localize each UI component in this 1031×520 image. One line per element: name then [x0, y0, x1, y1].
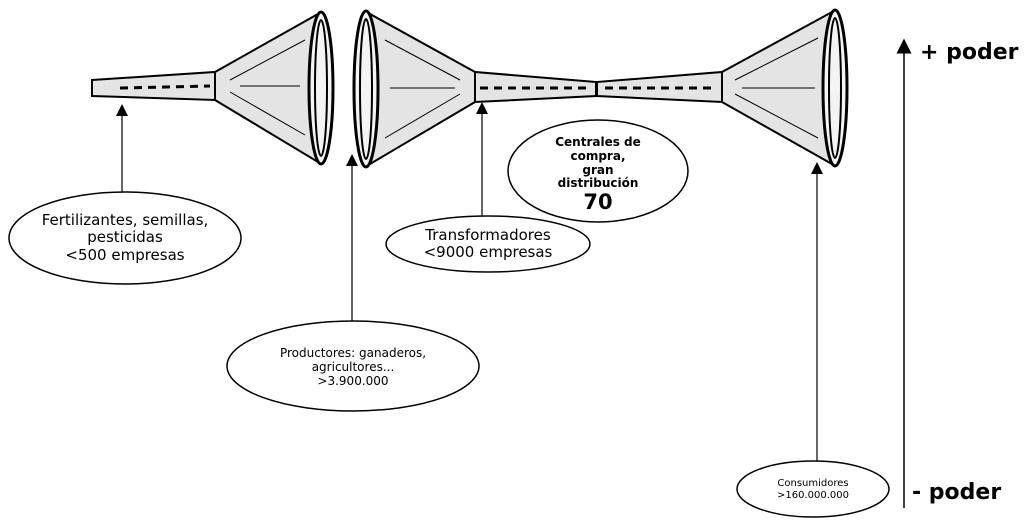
label-retail-count: 70 — [528, 191, 668, 213]
label-producers: Productores: ganaderos, agricultores... … — [243, 347, 463, 388]
label-consumers: Consumidores >160.000.000 — [748, 478, 878, 501]
label-processors-line1: Transformadores — [398, 227, 578, 244]
power-bottom-label: - poder — [912, 480, 1001, 505]
label-retail: Centrales de compra, gran distribución 7… — [528, 136, 668, 213]
label-processors: Transformadores <9000 empresas — [398, 227, 578, 262]
power-top-label: + poder — [920, 40, 1018, 65]
label-producers-line3: >3.900.000 — [243, 375, 463, 389]
label-producers-line2: agricultores... — [243, 361, 463, 375]
label-consumers-line2: >160.000.000 — [748, 490, 878, 502]
label-retail-line2: compra, — [528, 150, 668, 164]
label-inputs-line2: pesticidas — [20, 229, 230, 246]
label-inputs-line1: Fertilizantes, semillas, — [20, 212, 230, 229]
label-inputs: Fertilizantes, semillas, pesticidas <500… — [20, 212, 230, 264]
label-processors-line2: <9000 empresas — [398, 244, 578, 261]
funnel-1 — [92, 12, 333, 164]
label-producers-line1: Productores: ganaderos, — [243, 347, 463, 361]
label-retail-line3: gran — [528, 164, 668, 178]
label-retail-line1: Centrales de — [528, 136, 668, 150]
label-retail-line4: distribución — [528, 177, 668, 191]
label-consumers-line1: Consumidores — [748, 478, 878, 490]
label-inputs-line3: <500 empresas — [20, 247, 230, 264]
